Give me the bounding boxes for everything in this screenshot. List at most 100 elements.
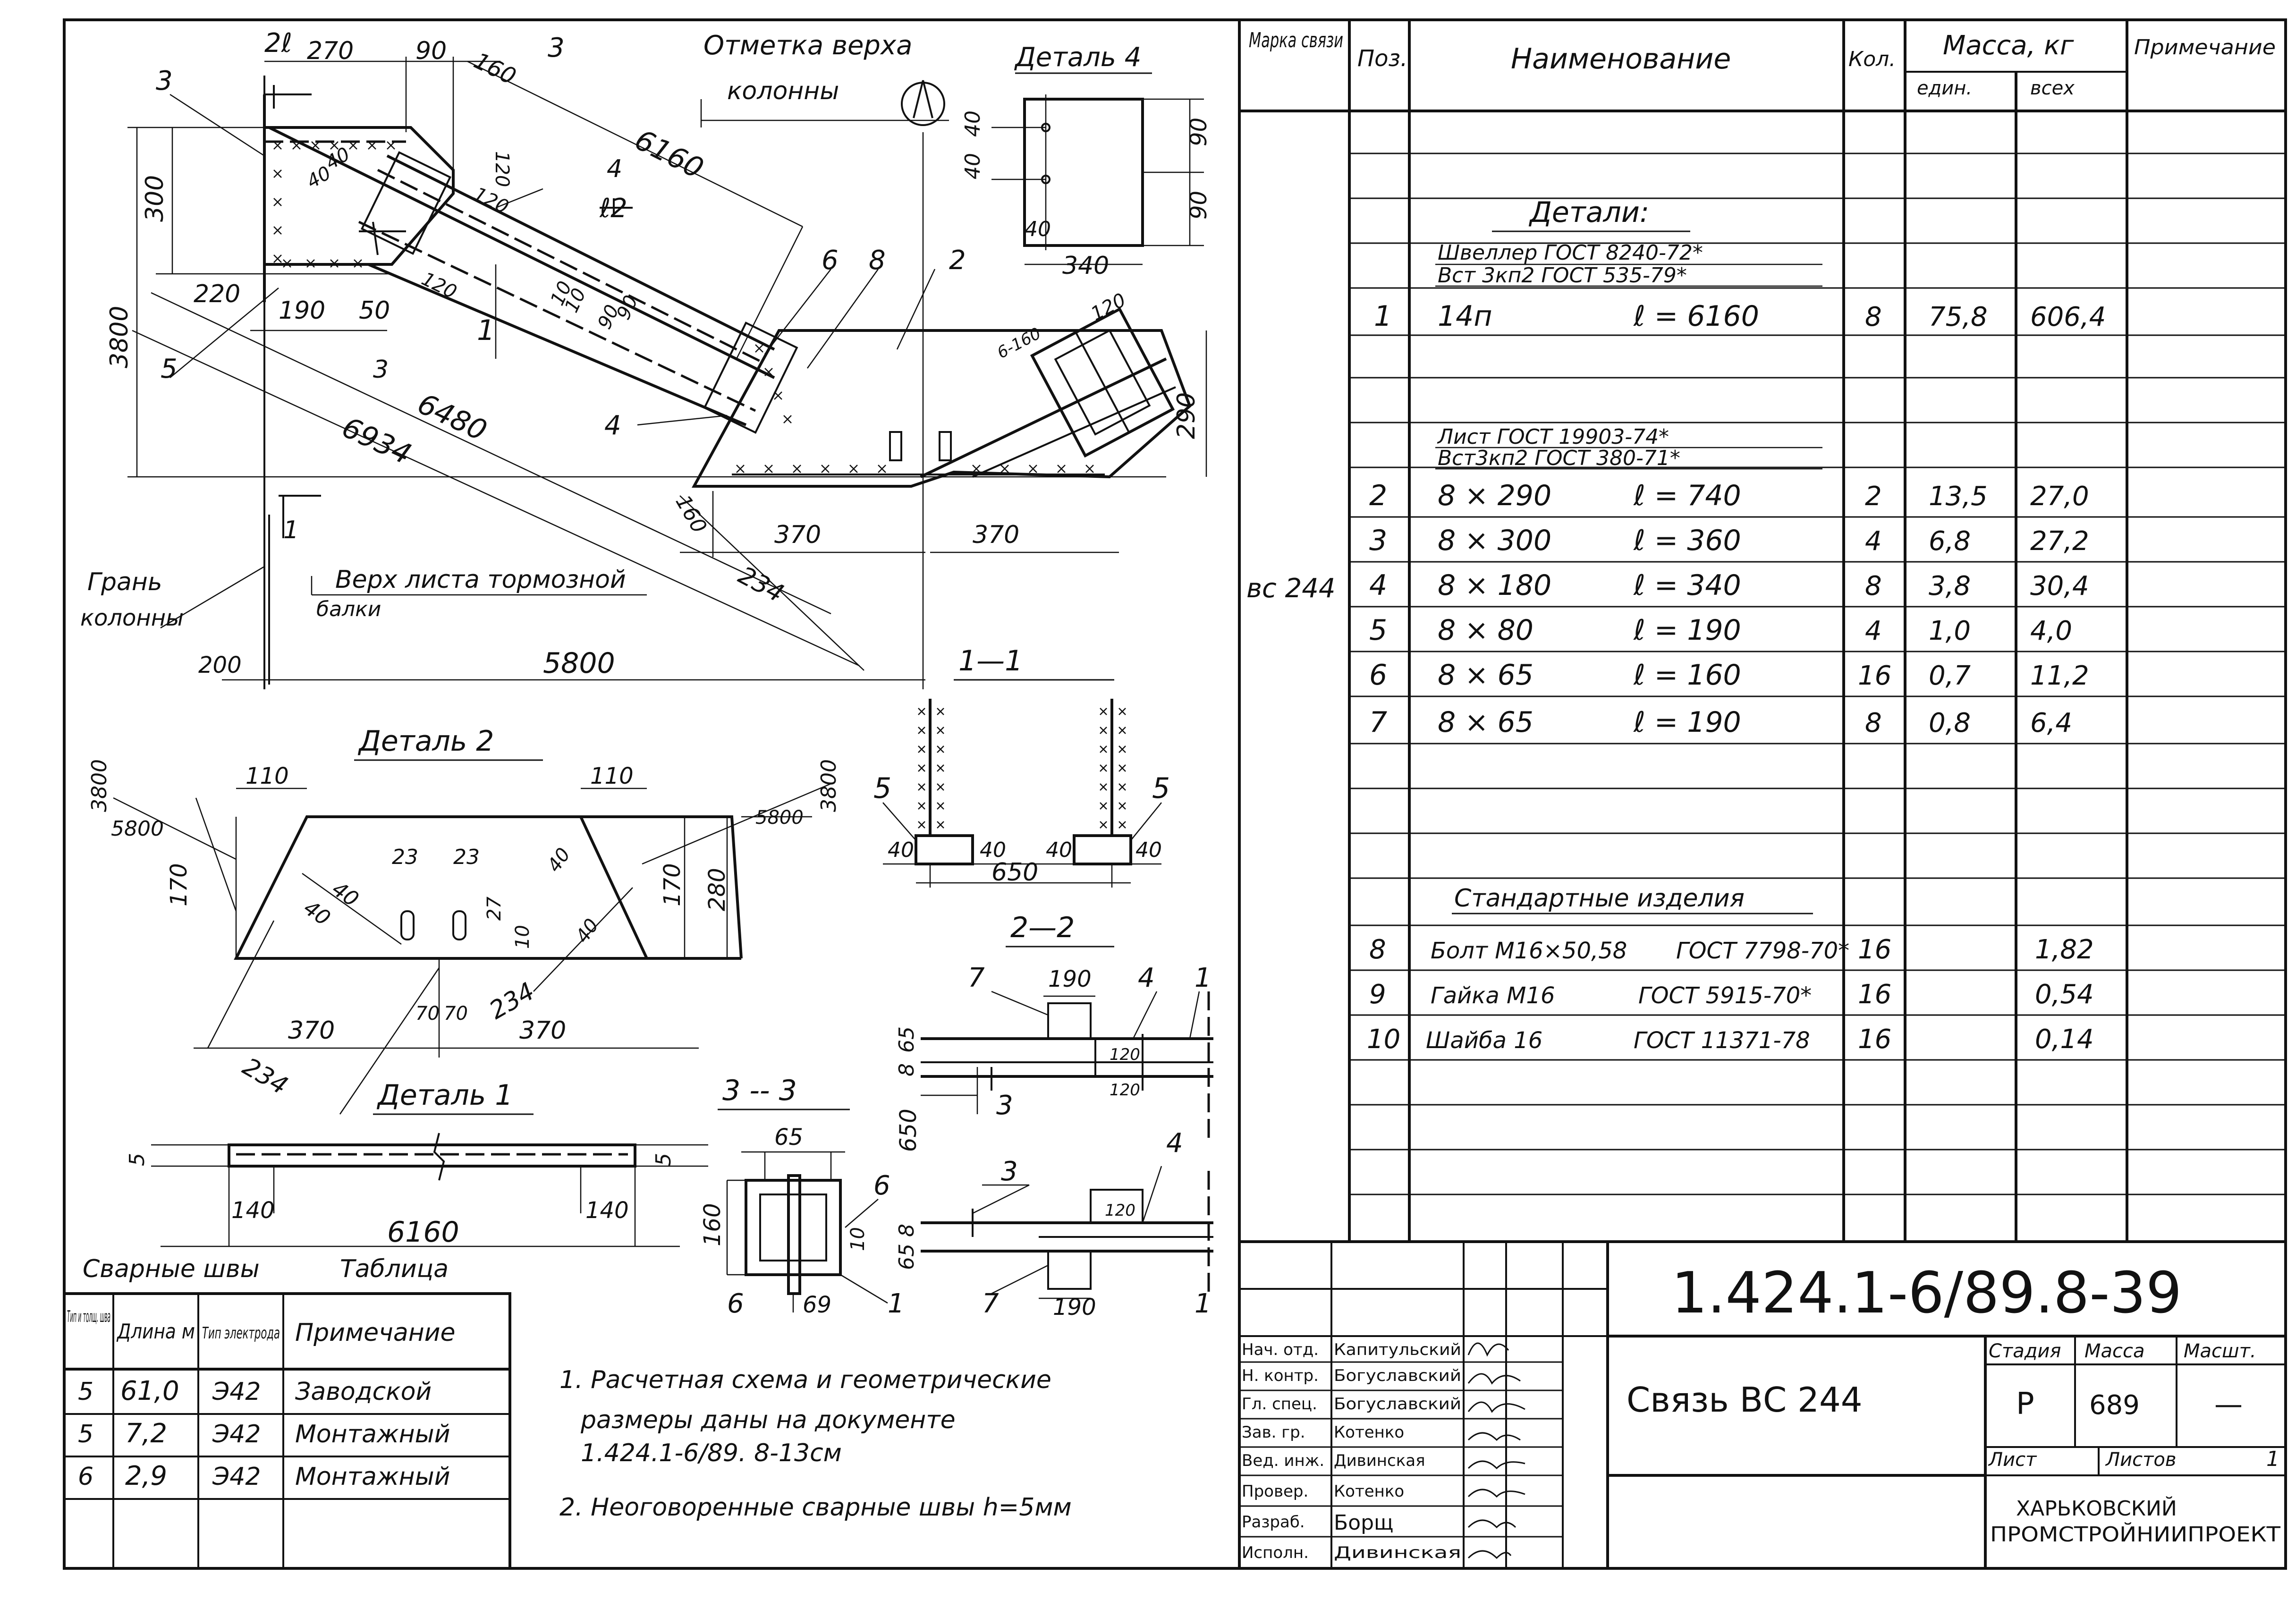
person-role-5: Вед. инж. [1242, 1451, 1324, 1470]
label-4-mid: 4 [604, 410, 621, 441]
detail-1-dim-140b: 140 [585, 1197, 629, 1224]
section-2-2-label-4b: 4 [1166, 1128, 1183, 1159]
scale-label: Масшт. [2184, 1340, 2256, 1362]
spec-row-7: 7 8 × 65 ℓ = 190 8 0,8 6,4 [1369, 706, 2072, 739]
label-5: 5 [161, 354, 178, 384]
detail-4-dim-40a: 40 [961, 110, 985, 137]
weld-table-subtitle: Таблица [340, 1255, 449, 1283]
person-name-8: Дивинская [1334, 1543, 1461, 1562]
detail-1-dim-5b: 5 [652, 1153, 676, 1166]
person-name-4: Котенко [1334, 1423, 1404, 1442]
detail-2-dim-3800a: 3800 [87, 759, 111, 812]
detail-2-dim-370b: 370 [519, 1016, 566, 1045]
weld-row-1-length: 61,0 [120, 1376, 179, 1406]
detail-2-dim-5800a: 5800 [111, 817, 164, 841]
dim-6934: 6934 [337, 411, 416, 471]
spec-row-4-pos: 4 [1369, 569, 1387, 602]
spec-row-7-all: 6,4 [2030, 708, 2072, 738]
person-role-7: Разраб. [1242, 1513, 1305, 1532]
weld-row-1-type: 5 [78, 1378, 93, 1406]
section-2-2-title: 2—2 [1010, 911, 1075, 944]
spec-header-pos: Поз. [1357, 45, 1407, 72]
detail-1-dim-6160: 6160 [387, 1216, 459, 1249]
spec-row-9-qty: 16 [1858, 979, 1891, 1010]
detail-2-dim-40b: 40 [328, 877, 363, 912]
person-role-4: Зав. гр. [1242, 1423, 1305, 1442]
spec-row-2-len: ℓ = 740 [1633, 479, 1741, 512]
dim-270: 270 [307, 37, 354, 65]
dim-120c: 120 [418, 268, 460, 304]
weld-table-title: Сварные швы [83, 1255, 260, 1283]
column-face-label-2: колонны [80, 605, 184, 631]
detail-4-title: Деталь 4 [1014, 42, 1141, 73]
spec-row-2-qty: 2 [1865, 481, 1882, 512]
label-2: 2 [949, 245, 966, 276]
spec-row-9-len: ГОСТ 5915-70* [1638, 982, 1812, 1009]
person-role-2: Н. контр. [1242, 1366, 1319, 1385]
section-2-2-dim-8b: 8 [895, 1224, 919, 1237]
section-2-2-label-7b: 7 [982, 1288, 999, 1319]
spec-row-4-name: 8 × 180 [1438, 569, 1551, 602]
section-3-3-label-6b: 6 [727, 1288, 744, 1319]
section-3-3-label-1: 1 [888, 1288, 905, 1319]
section-3-3-title: 3 -- 3 [722, 1074, 797, 1107]
section-2-2-dim-65b: 65 [895, 1244, 919, 1270]
spec-row-6-name: 8 × 65 [1438, 659, 1533, 692]
spec-row-6-all: 11,2 [2030, 660, 2089, 691]
detail-2-dim-23a: 23 [392, 845, 418, 869]
section-1-1-dim-40b: 40 [980, 838, 1006, 862]
detail-2-dim-27: 27 [483, 897, 505, 921]
detail-2-dim-10: 10 [512, 925, 534, 949]
detail-4-dim-40c: 40 [1025, 217, 1051, 241]
spec-row-8-all: 1,82 [2035, 934, 2094, 965]
spec-header-all: всех [2030, 77, 2075, 99]
person-role-1: Нач. отд. [1242, 1340, 1319, 1359]
spec-row-7-unit: 0,8 [1929, 708, 1971, 738]
section-2-2-label-1b: 1 [1195, 1288, 1212, 1319]
spec-row-5-pos: 5 [1369, 614, 1387, 647]
weld-row-2-note: Монтажный [295, 1420, 450, 1448]
detail-2-dim-40a: 40 [299, 896, 335, 931]
spec-channel-line-1: Швеллер ГОСТ 8240-72* [1438, 241, 1703, 265]
spec-row-2-name: 8 × 290 [1438, 479, 1551, 512]
dim-370a: 370 [774, 521, 821, 549]
section-3-3-label-6a: 6 [873, 1170, 890, 1201]
spec-row-1-len: ℓ = 6160 [1633, 300, 1759, 333]
person-name-6: Котенко [1334, 1482, 1404, 1501]
dim-120a: 120 [491, 151, 513, 187]
dim-90: 90 [415, 37, 447, 65]
section-3-3-dim-10: 10 [847, 1227, 869, 1251]
spec-row-2-unit: 13,5 [1929, 481, 1988, 512]
spec-row-3-qty: 4 [1865, 526, 1882, 557]
detail-4: Деталь 4 90 90 40 40 40 340 [961, 42, 1212, 280]
person-role-6: Провер. [1242, 1482, 1308, 1501]
spec-row-5-qty: 4 [1865, 616, 1882, 646]
section-2-2-dim-65: 65 [895, 1026, 919, 1053]
spec-row-1-name: 14п [1438, 300, 1492, 333]
detail-1-dim-5a: 5 [125, 1153, 149, 1166]
spec-header-note: Примечание [2134, 35, 2276, 59]
section-1-1-label-5a: 5 [873, 772, 891, 805]
label-l2: ℓ2 [599, 193, 627, 224]
spec-row-10-len: ГОСТ 11371-78 [1634, 1027, 1810, 1054]
weld-row-1-electrode: Э42 [212, 1378, 261, 1406]
spec-row-4: 4 8 × 180 ℓ = 340 8 3,8 30,4 [1369, 569, 2089, 602]
spec-header-qty: Кол. [1848, 47, 1896, 71]
specification-table: Марка связи Поз. Наименование Кол. Масса… [1239, 20, 2286, 1243]
sheets-label: Листов [2105, 1449, 2176, 1471]
weld-header-type: Тип и толщ. шва [67, 1307, 110, 1326]
section-2-2-dim-190: 190 [1048, 966, 1092, 992]
spec-header-mass: Масса, кг [1943, 30, 2074, 61]
stage-label: Стадия [1989, 1340, 2061, 1362]
label-3: 3 [156, 66, 173, 96]
detail-1-dim-140a: 140 [231, 1197, 275, 1224]
org-line-1: ХАРЬКОВСКИЙ [2016, 1496, 2177, 1521]
dim-120d: 120 [1087, 289, 1129, 325]
spec-header-unit: един. [1917, 77, 1972, 99]
spec-row-3-len: ℓ = 360 [1633, 524, 1741, 557]
spec-row-2-pos: 2 [1369, 479, 1387, 512]
section-2-2-dim-8: 8 [895, 1063, 919, 1076]
spec-row-5-len: ℓ = 190 [1633, 614, 1741, 647]
weld-row-3-note: Монтажный [295, 1463, 450, 1491]
